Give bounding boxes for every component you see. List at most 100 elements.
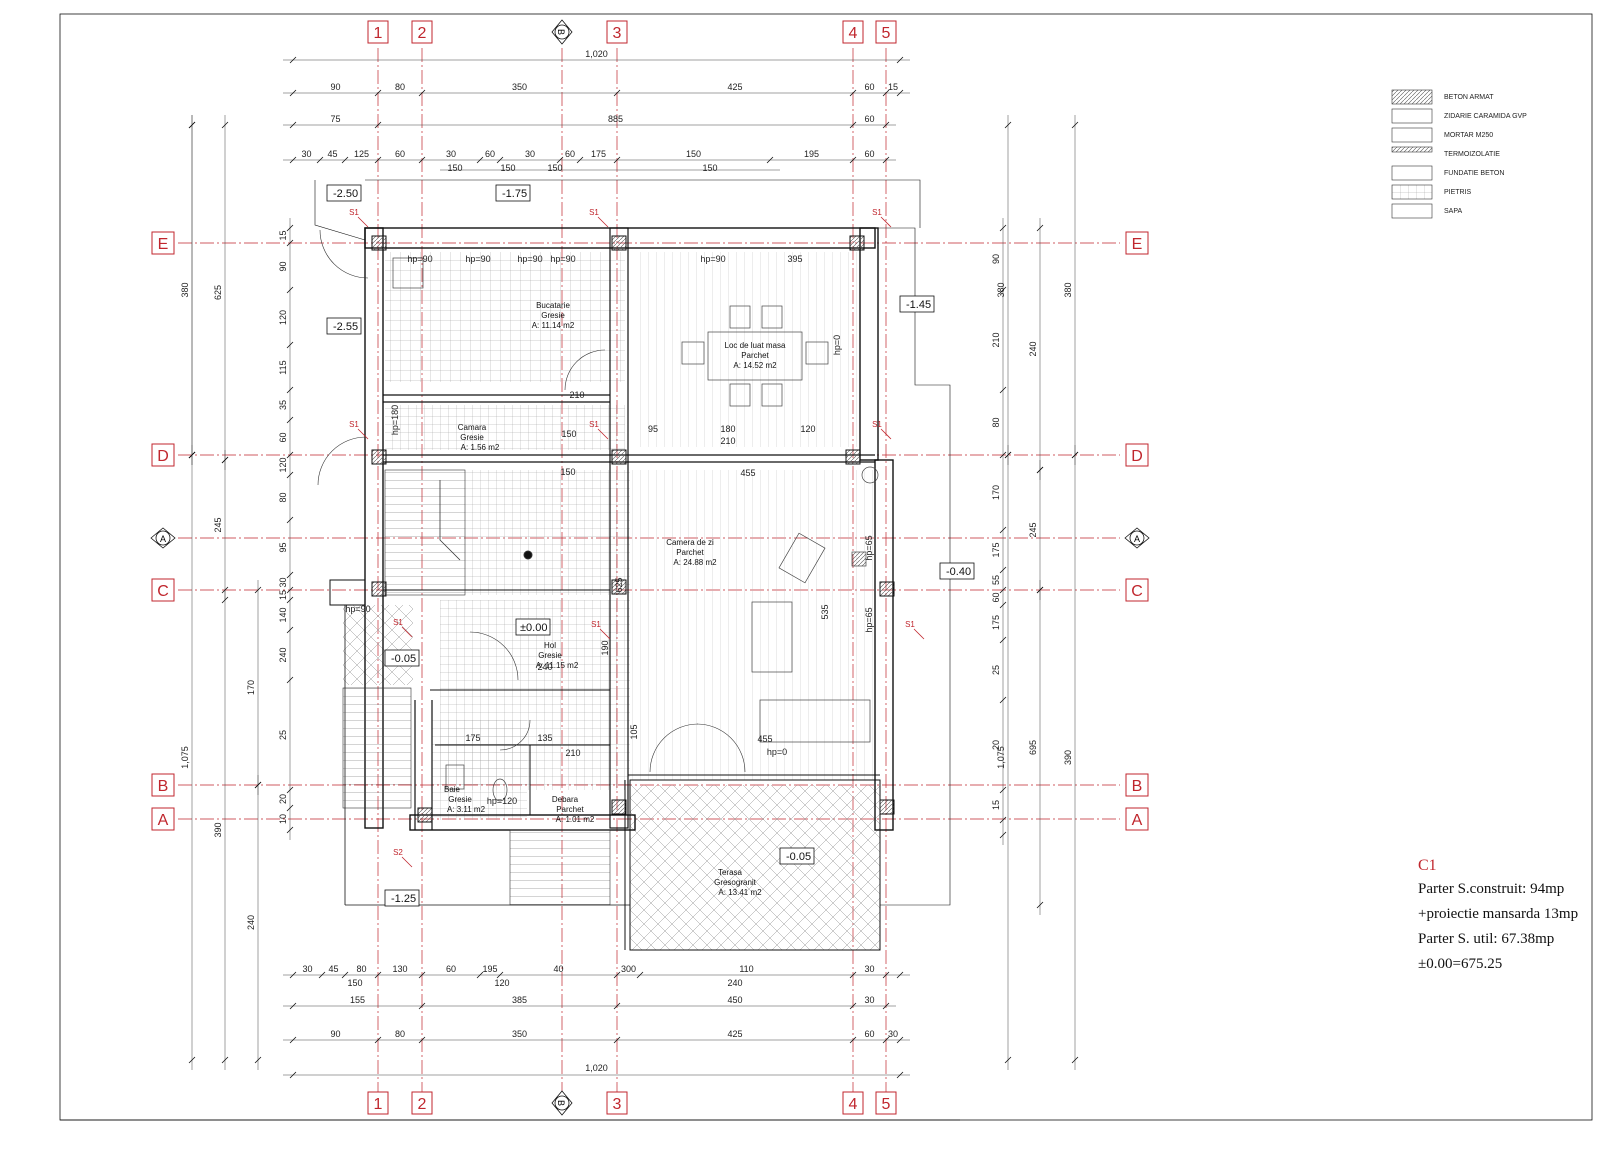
dim-label: 15 xyxy=(278,230,288,240)
summary-line: +proiectie mansarda 13mp xyxy=(1418,906,1578,922)
dim-label: 130 xyxy=(392,964,407,974)
dim-label: 60 xyxy=(864,149,874,159)
inner-dim-label: hp=90 xyxy=(407,254,432,264)
dim-tick xyxy=(882,1036,890,1044)
dim-tick xyxy=(289,156,297,164)
structural-columns xyxy=(371,235,895,823)
axis-label: A xyxy=(1134,534,1140,544)
dim-tick xyxy=(286,224,294,232)
dim-tick xyxy=(221,121,229,129)
dim-label: 60 xyxy=(864,114,874,124)
inner-dim-label: 625 xyxy=(614,577,624,592)
axis-bubble xyxy=(151,773,175,797)
dim-label: 885 xyxy=(608,114,623,124)
dim-tick xyxy=(1004,1056,1012,1064)
dim-tick xyxy=(286,626,294,634)
inner-dim-label: 150 xyxy=(560,467,575,477)
dim-label: 90 xyxy=(278,261,288,271)
dim-tick xyxy=(418,971,426,979)
inner-dim-label: hp=0 xyxy=(832,335,842,355)
inner-dim-label: 455 xyxy=(740,468,755,478)
section-arrow xyxy=(597,428,609,440)
dim-label: 55 xyxy=(991,575,1001,585)
dim-label: 175 xyxy=(991,615,1001,630)
dim-label: 300 xyxy=(621,964,636,974)
dim-label: 60 xyxy=(864,1029,874,1039)
legend-swatch xyxy=(1391,127,1433,143)
dim-label: 1,075 xyxy=(996,746,1006,769)
dim-label: 380 xyxy=(1063,282,1073,297)
axis-bubble xyxy=(1125,807,1149,831)
dim-tick xyxy=(476,156,484,164)
dim-tick xyxy=(882,156,890,164)
dim-tick xyxy=(896,56,904,64)
section-mark: S1 xyxy=(349,208,359,217)
dim-tick xyxy=(374,1036,382,1044)
section-mark: S2 xyxy=(393,848,403,857)
axis-label: E xyxy=(158,236,169,253)
section-arrow xyxy=(357,216,369,228)
dim-tick xyxy=(1071,451,1079,459)
dim-label: 30 xyxy=(301,149,311,159)
dim-label: 20 xyxy=(991,740,1001,750)
dim-label: 90 xyxy=(330,1029,340,1039)
dim-label: 150 xyxy=(702,163,717,173)
axis-label: 5 xyxy=(882,1096,891,1113)
dim-label: 80 xyxy=(395,1029,405,1039)
level-mark: -1.75 xyxy=(502,188,527,200)
dim-label: 15 xyxy=(991,800,1001,810)
level-mark: -1.45 xyxy=(906,299,931,311)
dim-tick xyxy=(286,451,294,459)
dim-label: 125 xyxy=(354,149,369,159)
legend-label: SAPA xyxy=(1444,208,1462,215)
dim-tick xyxy=(999,696,1007,704)
level-mark: -0.05 xyxy=(786,851,811,863)
level-mark: -2.50 xyxy=(333,188,358,200)
inner-dim-label: 175 xyxy=(465,733,480,743)
dim-label: 45 xyxy=(327,149,337,159)
dim-tick xyxy=(286,471,294,479)
inner-dim-label: hp=65 xyxy=(864,535,874,560)
axis-bubble-inner xyxy=(554,24,570,40)
inner-dim-label: 210 xyxy=(569,390,584,400)
axis-label: 3 xyxy=(613,25,622,42)
dim-tick xyxy=(999,831,1007,839)
dim-tick xyxy=(289,1036,297,1044)
dim-label: 380 xyxy=(180,282,190,297)
axis-bubble xyxy=(606,20,628,44)
dim-label: 155 xyxy=(350,995,365,1005)
dim-label: 30 xyxy=(278,577,288,587)
legend-swatch xyxy=(1391,165,1433,181)
dim-label: 390 xyxy=(213,822,223,837)
dim-label: 60 xyxy=(991,592,1001,602)
inner-dim-label: 180 xyxy=(720,424,735,434)
inner-dim-label: 135 xyxy=(537,733,552,743)
dim-label: 195 xyxy=(482,964,497,974)
dim-label: 695 xyxy=(1028,740,1038,755)
dim-tick xyxy=(556,156,564,164)
inner-dim-label: hp=180 xyxy=(390,405,400,435)
legend-label: FUNDATIE BETON xyxy=(1444,170,1504,177)
legend-swatch xyxy=(1391,203,1433,219)
dim-label: 390 xyxy=(1063,750,1073,765)
dim-tick xyxy=(341,156,349,164)
dim-tick xyxy=(286,286,294,294)
dim-label: 30 xyxy=(525,149,535,159)
legend-label: MORTAR M250 xyxy=(1444,132,1493,139)
axis-bubble xyxy=(842,1091,864,1115)
dim-label: 75 xyxy=(330,114,340,124)
dim-label: 245 xyxy=(213,517,223,532)
dim-tick xyxy=(882,971,890,979)
section-arrow xyxy=(401,856,413,868)
inner-dim-label: 120 xyxy=(800,424,815,434)
dim-label: 60 xyxy=(278,432,288,442)
dim-tick xyxy=(849,971,857,979)
door-swings xyxy=(317,229,746,773)
dim-tick xyxy=(476,971,484,979)
